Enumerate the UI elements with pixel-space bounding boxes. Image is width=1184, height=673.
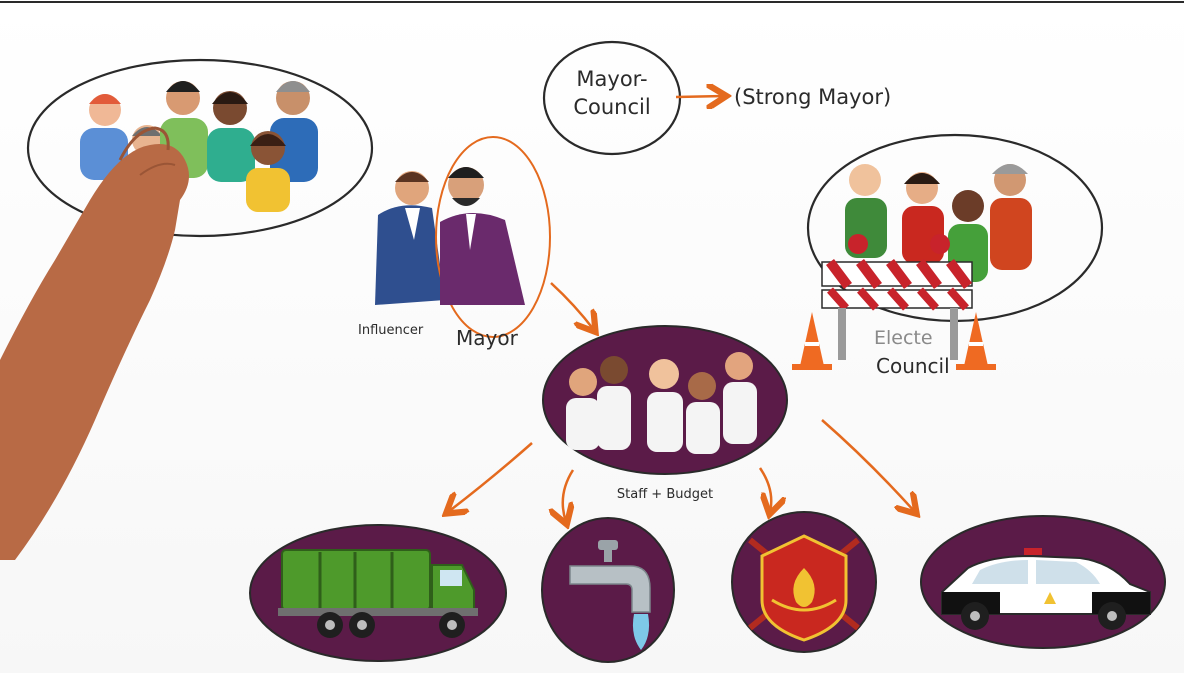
mayor-label: Mayor [456, 326, 519, 350]
arrow-staff-to-fire [760, 467, 771, 512]
mayor-icon [435, 136, 551, 338]
arrow-staff-to-sanitation [448, 442, 533, 512]
hand-icon [0, 126, 189, 560]
influencer-icon [375, 171, 445, 305]
police-car-icon [920, 515, 1166, 649]
water-faucet-icon [541, 517, 675, 663]
council-label: Council [876, 354, 950, 378]
mayor-council-line2: Council [573, 95, 650, 119]
arrow-to-strong-mayor [675, 96, 724, 97]
elected-label-partial: Electe [874, 327, 933, 349]
mayor-council-line1: Mayor- [576, 67, 647, 91]
staff-budget-label: Staff + Budget [617, 487, 713, 502]
barricade-icon [821, 234, 973, 360]
influencer-label: Influencer [358, 323, 424, 338]
strong-mayor-label: (Strong Mayor) [734, 85, 891, 109]
garbage-truck-icon [249, 524, 507, 662]
arrow-staff-to-police [821, 419, 915, 512]
fire-department-emblem-icon [731, 511, 877, 653]
traffic-cone-icon [792, 312, 996, 370]
council-group-icon [806, 133, 1104, 323]
citizens-group-icon [26, 58, 374, 238]
arrow-staff-to-water [563, 469, 573, 522]
arrow-mayor-to-staff [550, 282, 594, 330]
staff-group-icon [542, 325, 788, 475]
